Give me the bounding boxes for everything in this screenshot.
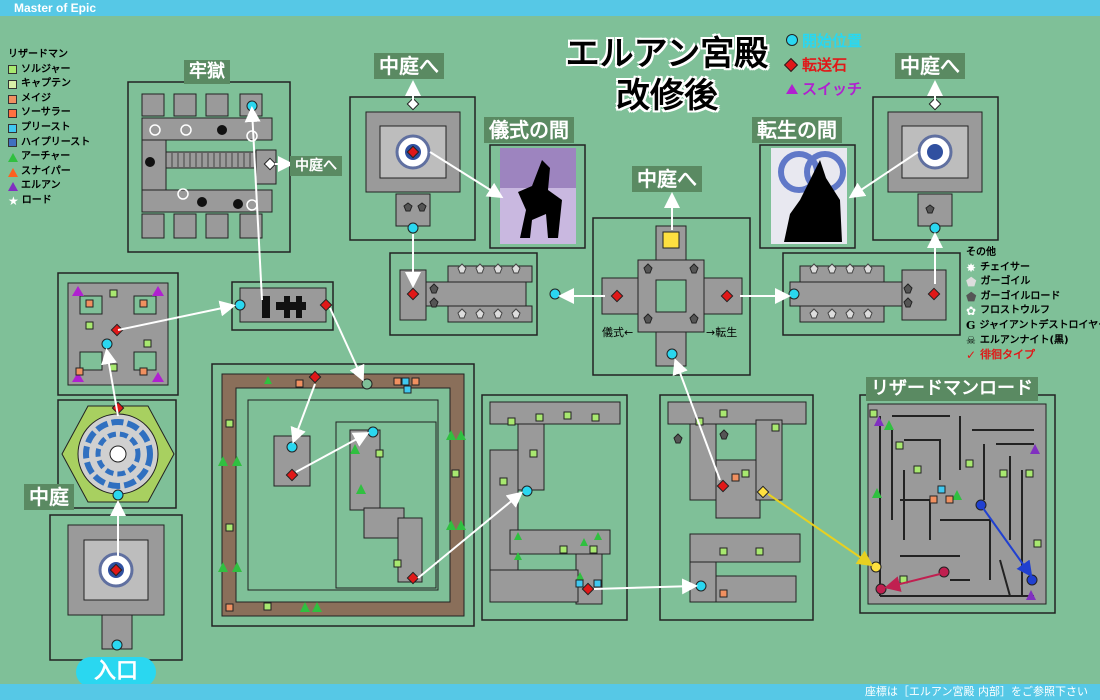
label-courtyard-prison: 中庭へ [290, 156, 342, 176]
entrance-badge: 入口 [76, 657, 156, 687]
mage-swatch-icon [8, 94, 17, 104]
legend-item: ☠エルアンナイト(黒) [966, 333, 1069, 347]
teleport-stone-icon [783, 57, 799, 73]
start-position-icon [786, 34, 798, 46]
sorcerer-swatch-icon [8, 109, 17, 119]
label-prison: 牢獄 [184, 60, 230, 84]
label-lizard-lord: リザードマンロード [866, 377, 1038, 401]
legend-item: ✓徘徊タイプ [966, 348, 1036, 363]
legend-item: ハイプリースト [8, 136, 90, 151]
legend-item: ⬟ガーゴイル [966, 275, 1031, 290]
gargoyle-icon: ⬟ [966, 275, 977, 290]
legend-item: メイジ [8, 92, 90, 107]
wander-icon: ✓ [966, 348, 977, 363]
key-switch-label: スイッチ [802, 80, 863, 98]
label-rebirth-arrow: →転生 [706, 326, 738, 339]
legend-item: プリースト [8, 121, 90, 136]
west-hall-panel [389, 252, 538, 336]
app-title: Master of Epic [14, 1, 97, 15]
legend-item: ✿フロストウルフ [966, 304, 1051, 319]
key-start: 開始位置 [786, 30, 862, 51]
skull-icon: ☠ [966, 333, 976, 347]
west-room-panel [57, 272, 179, 396]
eluan-triangle-icon [8, 182, 18, 192]
footer-bar: 座標は［エルアン宮殿 内部］をご参照下さい [0, 684, 1100, 700]
archer-triangle-icon [8, 152, 18, 162]
label-courtyard-north-a: 中庭へ [374, 53, 444, 79]
legend-item: キャプテン [8, 77, 90, 92]
label-courtyard-north-b: 中庭へ [895, 53, 965, 79]
key-teleport-label: 転送石 [802, 56, 848, 74]
title-bar: Master of Epic [0, 0, 1100, 16]
great-loop-panel [211, 363, 475, 627]
legend-item: エルアン [8, 179, 90, 194]
legend-item: ⬟ガーゴイルロード [966, 289, 1061, 304]
soldier-swatch-icon [8, 65, 17, 75]
label-rebirth-hall: 転生の間 [752, 117, 842, 143]
captain-swatch-icon [8, 79, 17, 89]
label-ritual-arrow: 儀式← [602, 326, 634, 339]
frost-wolf-icon: ✿ [966, 304, 977, 319]
switch-icon [786, 84, 798, 94]
giant-destroyer-icon: G [966, 318, 976, 332]
legend-lizardmen: リザードマン ソルジャー キャプテン メイジ ソーサラー プリースト ハイプリー… [8, 48, 90, 209]
gargoyle-lord-icon: ⬟ [966, 289, 977, 304]
legend-item: ソルジャー [8, 63, 90, 78]
label-courtyard: 中庭 [24, 484, 74, 510]
chaser-icon: ✸ [966, 260, 977, 275]
legend-item: スナイパー [8, 165, 90, 180]
footer-note: 座標は［エルアン宮殿 内部］をご参照下さい [864, 685, 1088, 698]
sniper-triangle-icon [8, 167, 18, 177]
maze-a-panel [481, 394, 628, 621]
label-courtyard-center: 中庭へ [632, 166, 702, 192]
key-switch: スイッチ [786, 78, 862, 99]
map-title-line1: エルアン宮殿 [565, 34, 769, 74]
legend-other-title: その他 [966, 247, 996, 258]
legend-item: アーチャー [8, 150, 90, 165]
legend-item: ✸チェイサー [966, 260, 1031, 275]
label-ritual-hall: 儀式の間 [484, 117, 574, 143]
key-start-label: 開始位置 [802, 32, 863, 50]
high-priest-swatch-icon [8, 138, 17, 148]
priest-swatch-icon [8, 123, 17, 133]
maze-b-panel [659, 394, 814, 621]
legend-lizardmen-title: リザードマン [8, 49, 68, 60]
lord-star-icon: ★ [8, 193, 19, 208]
legend-item: ★ロード [8, 193, 52, 208]
map-title-line2: 改修後 [616, 76, 718, 116]
legend-item: ソーサラー [8, 106, 90, 121]
key-teleport: 転送石 [783, 54, 848, 75]
